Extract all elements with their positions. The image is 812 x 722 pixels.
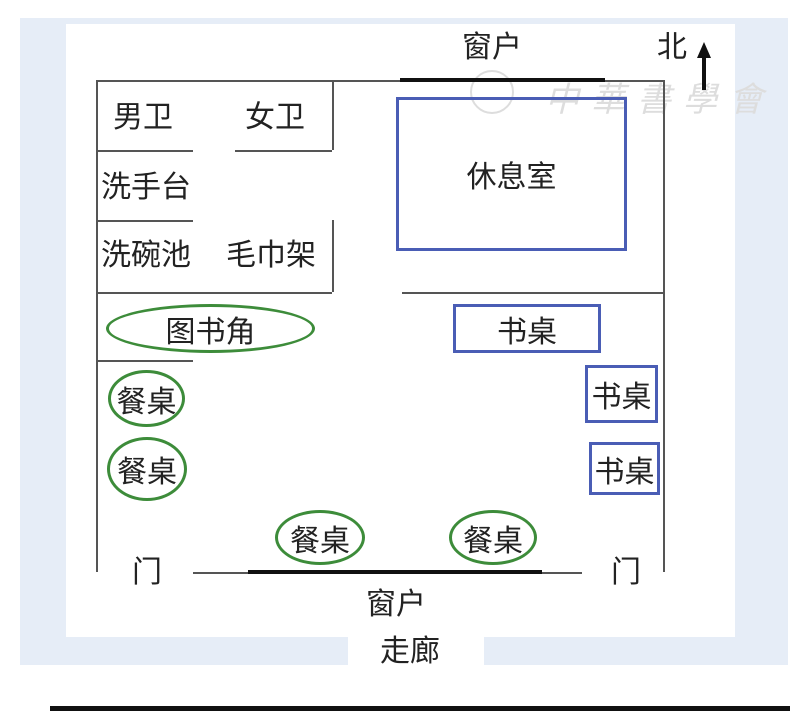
watermark: 中華書學會 [545, 80, 775, 120]
corridor-label: 走廊 [380, 634, 440, 669]
dining-table: 餐桌 [107, 437, 187, 501]
towel-rack-label: 毛巾架 [226, 238, 316, 273]
wall [96, 292, 332, 294]
desk: 书桌 [585, 365, 658, 423]
wall-restroom [332, 80, 334, 150]
north-arrow-icon [697, 42, 711, 90]
window-top-label: 窗户 [462, 30, 522, 65]
watermark-seal-icon [470, 70, 514, 114]
dish-sink-label: 洗碗池 [101, 238, 191, 273]
window-bottom-label: 窗户 [366, 587, 426, 622]
lounge: 休息室 [396, 97, 627, 251]
divider [50, 706, 790, 711]
door-left-label: 门 [132, 555, 162, 590]
dining-table: 餐桌 [275, 510, 365, 565]
wall [96, 220, 193, 222]
wall [235, 150, 332, 152]
corridor-opening [348, 630, 484, 666]
men-restroom-label: 男卫 [113, 100, 173, 135]
window-top [400, 78, 605, 82]
reading-corner: 图书角 [106, 304, 315, 353]
dining-table: 餐桌 [449, 510, 537, 565]
wall [96, 150, 193, 152]
wall [96, 360, 193, 362]
wall [402, 292, 663, 294]
wall-right [663, 80, 665, 572]
desk: 书桌 [589, 442, 660, 495]
door-right-label: 门 [611, 555, 641, 590]
wash-basin-label: 洗手台 [101, 170, 191, 205]
dining-table: 餐桌 [108, 370, 185, 427]
wall-top [96, 80, 663, 82]
wall-left [96, 80, 98, 572]
women-restroom-label: 女卫 [245, 100, 305, 135]
desk: 书桌 [453, 304, 601, 353]
north-label: 北 [657, 30, 687, 65]
wall [332, 220, 334, 292]
window-bottom [248, 570, 542, 574]
